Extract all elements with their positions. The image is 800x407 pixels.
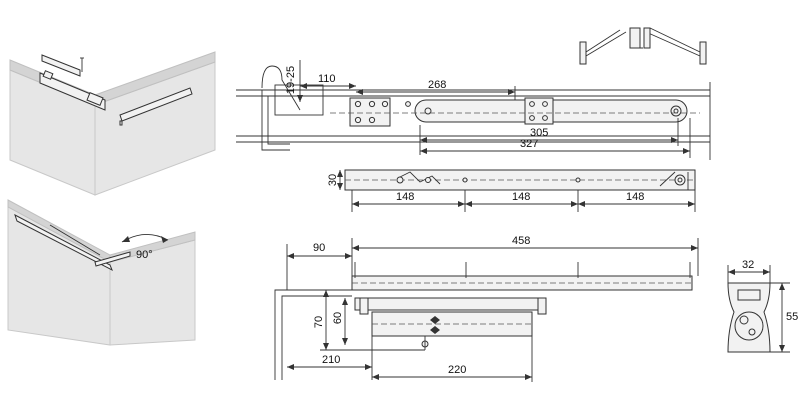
dim-rail-a: 305: [530, 127, 548, 139]
installation-sketch-bottom: 90°: [7, 199, 196, 346]
dim-spacing-1: 148: [396, 191, 414, 203]
dim-section-width: 32: [742, 259, 754, 271]
installation-view-drawing: 90 458 70 60 210 220: [274, 235, 699, 382]
dim-section-height: 55: [786, 311, 798, 323]
dim-bottom-length: 220: [448, 364, 466, 376]
dim-left-offset: 90: [313, 242, 325, 254]
side-view-drawing: 30 148 148 148: [327, 169, 696, 212]
dim-bottom-offset: 210: [322, 354, 340, 366]
top-view-drawing: 19-25 110 268 305 327: [236, 60, 711, 160]
plan-view-icon: [579, 27, 707, 65]
dim-spacing-3: 148: [626, 191, 644, 203]
dim-length: 458: [512, 235, 530, 247]
installation-sketch-top: [9, 51, 216, 196]
dim-height-inner: 60: [332, 312, 344, 324]
dim-offset: 110: [318, 73, 336, 85]
dim-height-range: 19-25: [285, 66, 297, 94]
dim-spacing-2: 148: [512, 191, 530, 203]
angle-label: 90°: [136, 249, 153, 261]
dim-arm-length: 268: [428, 79, 446, 91]
dim-rail-b: 327: [520, 138, 538, 150]
dim-height-outer: 70: [313, 316, 325, 328]
dim-side-height: 30: [327, 174, 339, 186]
cross-section-drawing: 32 55: [727, 259, 798, 353]
